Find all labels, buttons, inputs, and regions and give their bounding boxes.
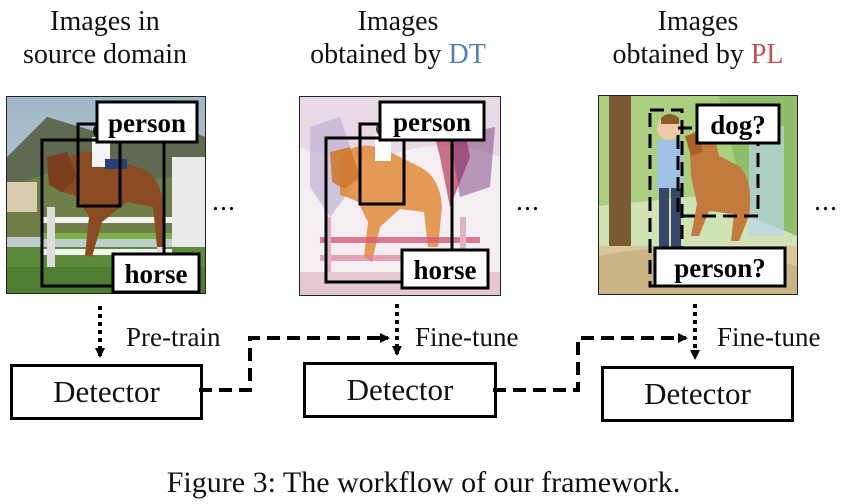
column-title-line2: obtained by DT (310, 39, 486, 70)
column-title-source: Images in source domain (0, 5, 210, 71)
ellipsis-1: ... (212, 186, 236, 217)
ellipsis-3: ... (814, 186, 838, 217)
horse-photo-illustration (7, 97, 205, 293)
dt-image (299, 96, 501, 296)
source-domain-image (6, 96, 206, 294)
detector-box-3: Detector (601, 366, 794, 422)
stage-label-finetune-2: Fine-tune (717, 322, 821, 352)
watercolor-illustration (300, 97, 500, 295)
column-title-line2: source domain (22, 39, 188, 70)
column-title-line1: Images (657, 6, 739, 37)
column-title-line1: Images (357, 6, 439, 37)
pl-image (598, 95, 798, 295)
ellipsis-2: ... (516, 186, 540, 217)
column-title-line2: obtained by PL (612, 39, 784, 70)
stage-label-pretrain: Pre-train (126, 322, 221, 352)
boy-dog-illustration (599, 96, 797, 294)
stage-label-finetune-1: Fine-tune (415, 322, 519, 352)
dt-highlight: DT (448, 39, 486, 70)
figure-caption: Figure 3: The workflow of our framework. (166, 466, 681, 499)
pl-highlight: PL (750, 39, 784, 70)
detector-box-1: Detector (10, 364, 203, 420)
column-title-pl: Images obtained by PL (580, 5, 816, 71)
column-title-line1: Images in (50, 6, 160, 37)
column-title-dt: Images obtained by DT (280, 5, 516, 71)
detector-box-2: Detector (303, 362, 497, 418)
